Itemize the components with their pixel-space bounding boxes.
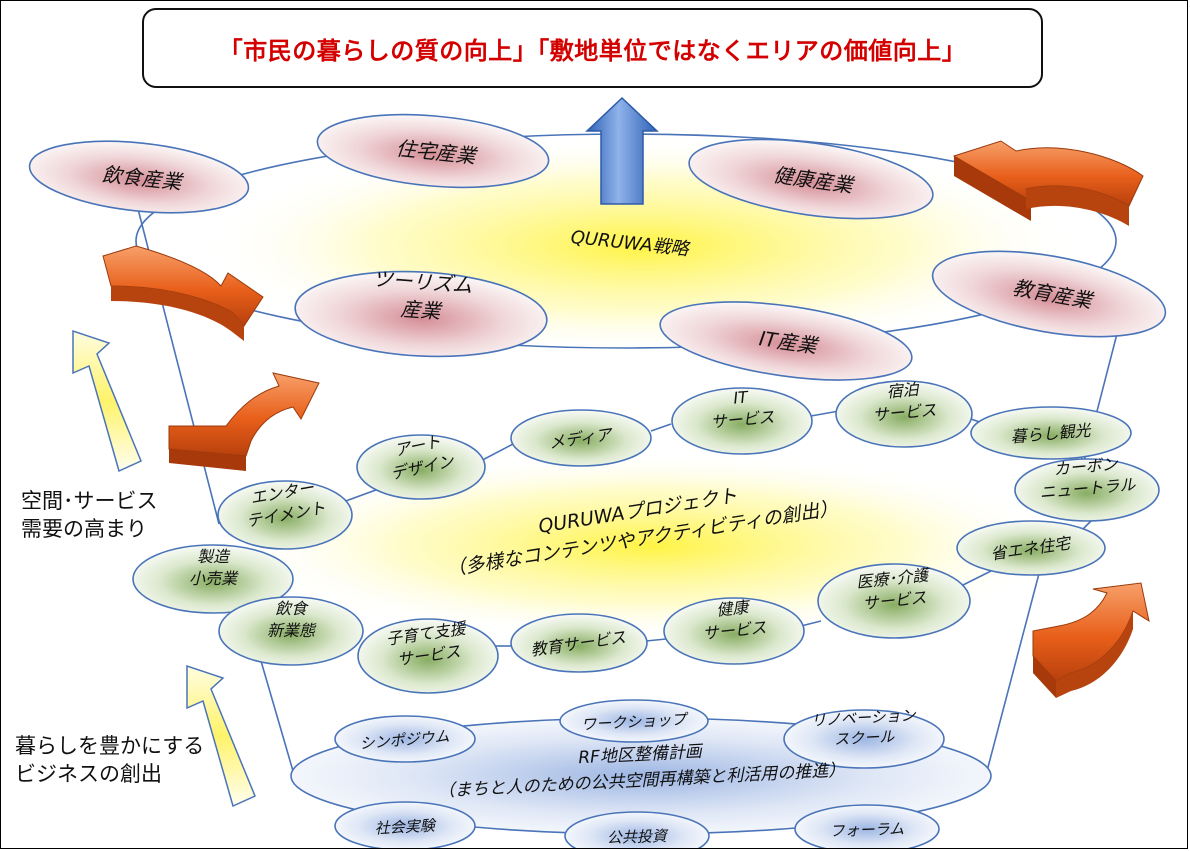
- industry-ellipse-education: [931, 250, 1167, 338]
- industry-ellipse-tourism: [294, 270, 548, 358]
- title-text: 「市民の暮らしの質の向上」「敷地単位ではなくエリアの価値向上」: [218, 36, 967, 65]
- service-ellipse-tourism: [970, 406, 1132, 460]
- base-ellipse-symposium: [334, 715, 476, 763]
- service-label-lodging: 宿泊サービス: [870, 378, 937, 424]
- up-arrow-yellow-upper: [72, 329, 142, 473]
- service-ellipse-media: [510, 409, 652, 467]
- base-ellipse-investment: [564, 811, 710, 848]
- side-label-business: 暮らしを豊かにする ビジネスの創出: [15, 734, 205, 786]
- base-label-forum: フォーラム: [829, 820, 904, 841]
- service-label-retail: 製造小売業: [189, 547, 239, 588]
- industry-ellipse-housing: [316, 113, 550, 189]
- base-ellipse-forum: [794, 804, 940, 848]
- side-label-demand: 空間･サービス 需要の高まり: [21, 489, 158, 541]
- service-ellipse-retail: [132, 544, 294, 614]
- service-ellipse-medical: [817, 563, 971, 639]
- base-nodes: [334, 699, 945, 848]
- industry-ellipse-it: [659, 301, 913, 381]
- base-ellipse-workshop: [559, 699, 709, 743]
- base-label-experiment: 社会実験: [374, 816, 437, 837]
- base-label-workshop: ワークショップ: [581, 710, 690, 734]
- service-ellipse-childcare: [357, 618, 499, 694]
- service-ellipse-entertainment: [217, 480, 353, 550]
- service-label-food: 飲食新業態: [267, 599, 317, 640]
- title-box: 「市民の暮らしの質の向上」「敷地単位ではなくエリアの価値向上」: [142, 8, 1043, 88]
- service-ellipse-food: [218, 596, 364, 666]
- service-ellipse-lodging: [835, 380, 973, 448]
- base-label-renovation: リノベーションスクール: [810, 706, 918, 749]
- industry-ellipse-health: [688, 138, 934, 220]
- industry-ellipse-food: [28, 140, 250, 214]
- curved-arrow-right-lower: [1032, 582, 1150, 698]
- service-ellipse-carbon: [1014, 458, 1160, 522]
- curved-arrow-left-lower: [168, 372, 320, 471]
- service-ellipse-eco-housing: [956, 520, 1106, 576]
- service-nodes: [132, 380, 1160, 694]
- service-ellipse-education: [510, 613, 648, 673]
- base-label-investment: 公共投資: [607, 827, 670, 847]
- base-ellipse-experiment: [334, 801, 476, 848]
- service-ellipse-health: [663, 597, 805, 665]
- service-ellipse-it: [671, 387, 813, 455]
- curved-arrow-top-right: [952, 140, 1144, 226]
- industry-nodes: [28, 113, 1167, 381]
- up-arrow-yellow-lower: [186, 664, 256, 808]
- up-arrow-blue: [585, 96, 659, 205]
- base-ellipse-renovation: [783, 709, 945, 769]
- service-ellipse-art: [356, 434, 486, 500]
- curved-arrow-left-upper: [102, 245, 264, 341]
